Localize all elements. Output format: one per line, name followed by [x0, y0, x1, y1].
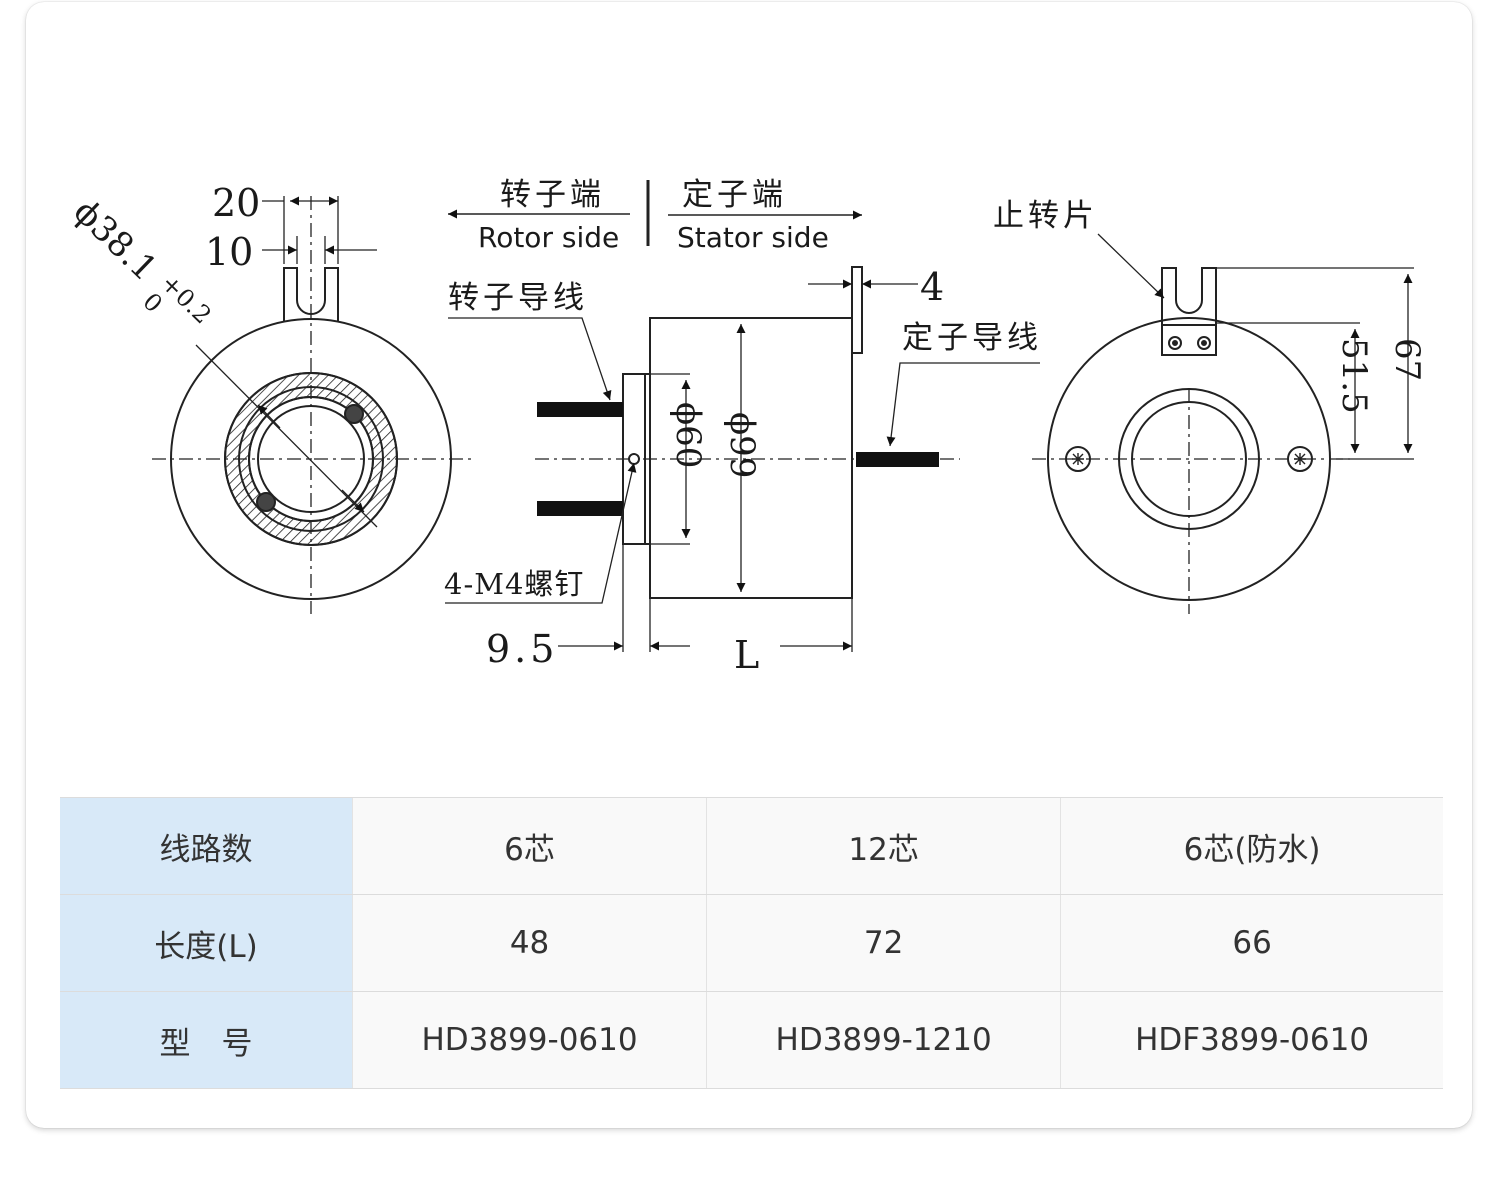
- stator-end-view: [1032, 233, 1414, 614]
- label-rotor-side-en: Rotor side: [478, 221, 619, 254]
- label-stator-side-cn: 定子端: [682, 177, 787, 213]
- label-rotor-side-cn: 转子端: [500, 177, 605, 213]
- dim-length: L: [734, 633, 759, 677]
- table-cell: 72: [706, 894, 1061, 992]
- table-cell: HD3899-0610: [351, 991, 707, 1089]
- rotor-end-view: [152, 196, 472, 614]
- table-cell: 12芯: [706, 797, 1061, 895]
- dim-body-diameter: ϕ99: [722, 412, 762, 478]
- row-header-length: 长度(L): [60, 894, 353, 992]
- dim-bore-diameter: ϕ38.1 +0.2 0: [66, 192, 217, 330]
- dim-bore-value: ϕ38.1: [66, 192, 165, 289]
- slip-ring-technical-drawing: 20 10 ϕ38.1 +0.2 0: [66, 177, 1427, 677]
- table-cell: HDF3899-0610: [1060, 991, 1443, 1089]
- table-row: 线路数 6芯 12芯 6芯(防水): [60, 797, 1443, 895]
- dim-slot-width: 10: [205, 230, 253, 274]
- dim-tab-height-inner: 51.5: [1334, 338, 1374, 414]
- side-view: [445, 180, 1040, 652]
- dim-tab-height-total: 67: [1387, 338, 1427, 381]
- label-rotor-wire: 转子导线: [448, 280, 588, 316]
- label-stator-wire: 定子导线: [902, 320, 1042, 356]
- spec-table: 线路数 6芯 12芯 6芯(防水) 长度(L) 48 72 66 型 号 HD3…: [60, 797, 1443, 1089]
- row-header-circuits: 线路数: [60, 797, 353, 895]
- row-header-model: 型 号: [60, 991, 353, 1089]
- dim-flange-thickness: 4: [920, 265, 944, 309]
- table-cell: 6芯: [351, 797, 707, 895]
- table-row: 长度(L) 48 72 66: [60, 894, 1443, 992]
- table-cell: HD3899-1210: [706, 991, 1061, 1089]
- table-cell: 66: [1060, 894, 1443, 992]
- table-row: 型 号 HD3899-0610 HD3899-1210 HDF3899-0610: [60, 991, 1443, 1089]
- table-cell: 6芯(防水): [1060, 797, 1443, 895]
- dim-tab-width: 20: [212, 181, 260, 225]
- label-stator-side-en: Stator side: [677, 221, 829, 254]
- dim-flange-diameter: ϕ60: [668, 402, 708, 468]
- dim-flange-offset: 9.5: [486, 627, 558, 671]
- table-cell: 48: [351, 894, 707, 992]
- label-screw: 4-M4螺钉: [444, 567, 584, 601]
- label-stop-plate: 止转片: [993, 198, 1098, 234]
